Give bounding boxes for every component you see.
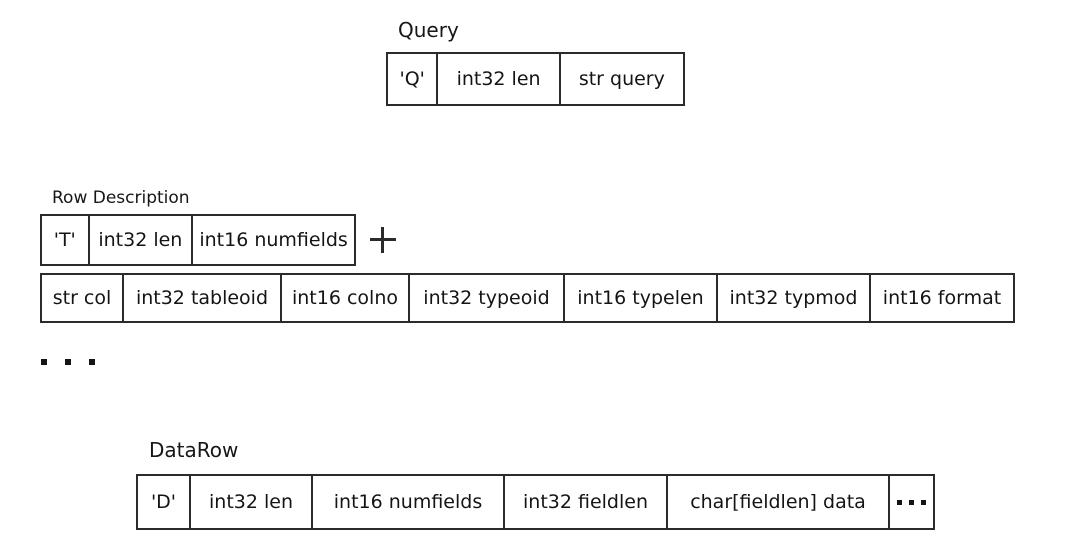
packet-row-row-description-field: str col int32 tableoid int16 colno int32… [40,273,1015,323]
field-datarow-more [890,476,933,528]
ellipsis-dot [89,359,95,365]
ellipsis-dot [897,499,902,505]
sequence-continuation-ellipsis [41,359,95,365]
ellipsis-dot [41,359,47,365]
field-rowdesc-len: int32 len [90,216,194,264]
field-datarow-numfields: int16 numfields [313,476,505,528]
field-query-type: 'Q' [388,54,439,104]
field-rowdesc-format: int16 format [882,286,1002,309]
field-rowdesc-typelen: int16 typelen [565,275,718,321]
packet-row-data-row: 'D' int32 len int16 numfields int32 fiel… [136,474,935,530]
field-datarow-type: 'D' [138,476,191,528]
plus-icon [370,227,396,253]
packet-row-query: 'Q' int32 len str query [386,52,685,106]
field-rowdesc-tableoid: int32 tableoid [124,275,282,321]
ellipsis-dot [65,359,71,365]
field-rowdesc-numfields: int16 numfields [199,228,348,251]
field-datarow-fieldlen: int32 fieldlen [505,476,668,528]
field-rowdesc-typmod: int32 typmod [718,275,871,321]
field-rowdesc-type: 'T' [42,216,90,264]
message-title-row-description: Row Description [52,188,190,208]
message-title-data-row: DataRow [149,438,239,462]
field-rowdesc-col: str col [42,275,124,321]
message-title-query: Query [398,18,459,42]
ellipsis-dot [921,499,926,505]
packet-row-row-description-header: 'T' int32 len int16 numfields [40,214,356,266]
field-query-string: str query [578,67,665,90]
field-query-len: int32 len [438,54,561,104]
cell-ellipsis-icon [897,499,926,505]
field-datarow-len: int32 len [191,476,313,528]
ellipsis-dot [909,499,914,505]
field-rowdesc-colno: int16 colno [282,275,410,321]
field-datarow-data: char[fieldlen] data [668,476,890,528]
field-rowdesc-typeoid: int32 typeoid [410,275,565,321]
